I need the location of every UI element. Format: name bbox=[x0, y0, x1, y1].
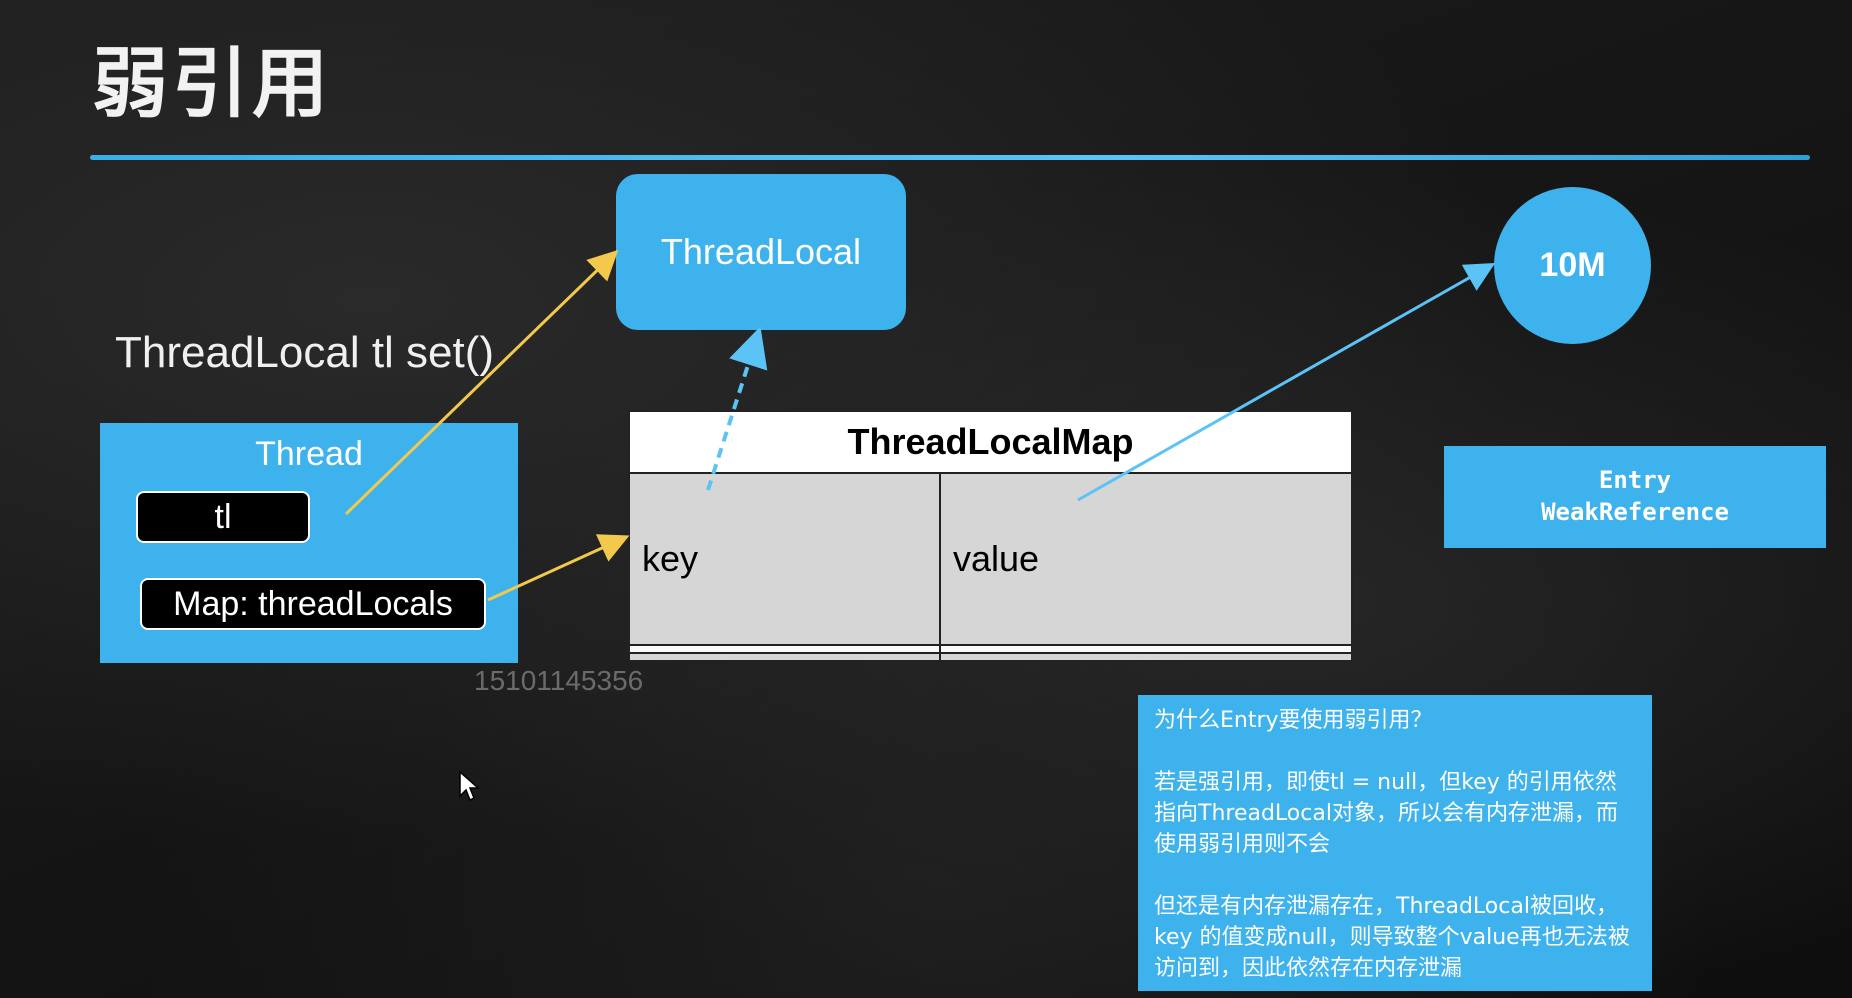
thread-box: Thread tl Map: threadLocals bbox=[100, 423, 518, 663]
table-cell bbox=[628, 652, 941, 662]
mouse-cursor-icon bbox=[459, 770, 480, 802]
value-column-header: value bbox=[939, 471, 1353, 647]
thread-label: Thread bbox=[255, 435, 363, 473]
watermark: 15101145356 bbox=[474, 665, 644, 696]
threadlocalmap-table: ThreadLocalMap key value bbox=[628, 410, 1353, 662]
note-paragraph-1: 若是强引用，即使tl = null，但key 的引用依然指向ThreadLoca… bbox=[1154, 770, 1618, 857]
note-question: 为什么Entry要使用弱引用？ bbox=[1154, 708, 1433, 733]
table-cell bbox=[939, 652, 1353, 662]
key-column-header: key bbox=[628, 471, 941, 647]
note-paragraph-2: 但还是有内存泄漏存在，ThreadLocal被回收，key 的值变成null，则… bbox=[1154, 894, 1630, 981]
table-row bbox=[628, 652, 1353, 662]
tl-variable: tl bbox=[136, 491, 310, 543]
entry-label: Entry bbox=[1598, 466, 1672, 494]
table-row: key value bbox=[628, 471, 1353, 647]
table-row bbox=[628, 644, 1353, 655]
explanation-note: 为什么Entry要使用弱引用？ 若是强引用，即使tl = null，但key 的… bbox=[1138, 695, 1652, 991]
table-cell bbox=[939, 644, 1353, 655]
code-caption: ThreadLocal tl set() bbox=[115, 328, 495, 377]
threadlocalmap-title: ThreadLocalMap bbox=[628, 410, 1353, 474]
value-10m-circle: 10M bbox=[1494, 187, 1651, 344]
threadlocals-map-field: Map: threadLocals bbox=[140, 578, 486, 630]
entry-weakreference-box: Entry WeakReference bbox=[1444, 446, 1826, 548]
threadlocal-object: ThreadLocal bbox=[616, 174, 906, 330]
title-divider bbox=[90, 155, 1810, 160]
weakreference-label: WeakReference bbox=[1541, 498, 1729, 526]
slide-title: 弱引用 bbox=[92, 39, 332, 128]
table-cell bbox=[628, 644, 941, 655]
